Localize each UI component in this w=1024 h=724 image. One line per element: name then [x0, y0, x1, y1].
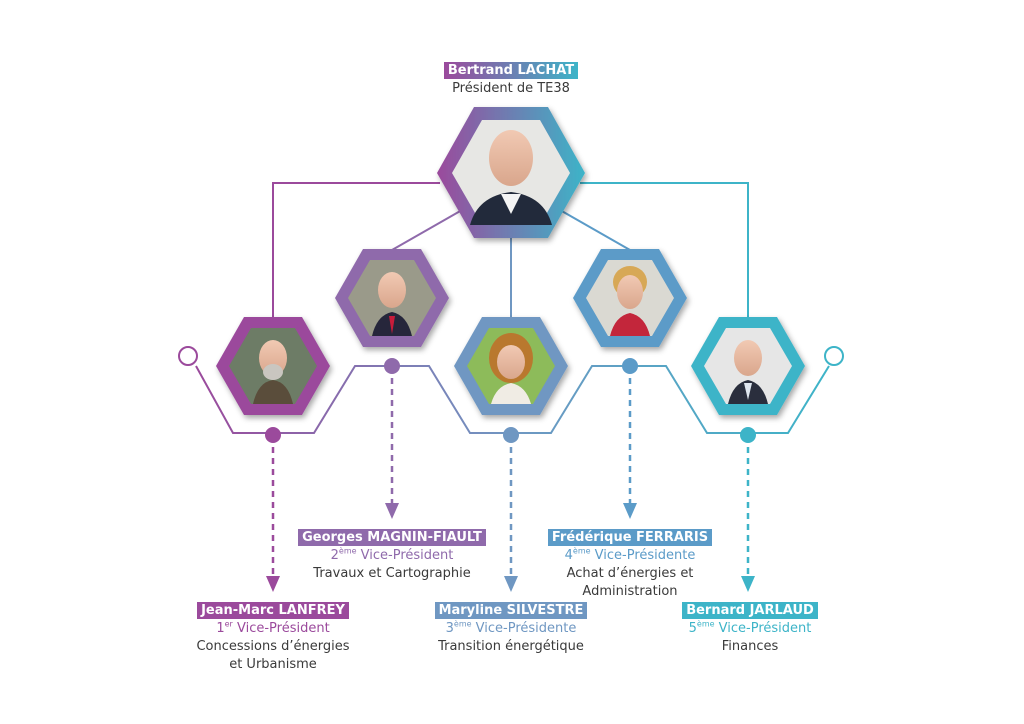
vp-desc-1a: Concessions d’énergies — [196, 639, 350, 654]
arrow-head-5 — [741, 576, 755, 592]
vp-desc-1b: et Urbanisme — [229, 657, 317, 672]
person-photo-icon — [489, 333, 533, 404]
left-end-circle — [178, 346, 198, 366]
vp-card-1: Jean-Marc LANFREY 1er Vice-Président Con… — [173, 602, 373, 674]
node-dot-4 — [622, 358, 638, 374]
vp-portrait-3 — [454, 317, 568, 415]
arrow-head-1 — [266, 576, 280, 592]
vp-role-1: 1er Vice-Président — [216, 619, 330, 636]
arrow-head-3 — [504, 576, 518, 592]
president-portrait — [437, 107, 585, 238]
vp-desc-4b: Administration — [582, 584, 678, 599]
vp-card-3: Maryline SILVESTRE 3ème Vice-Présidente … — [411, 602, 611, 656]
vp-card-5: Bernard JARLAUD 5ème Vice-Président Fina… — [650, 602, 850, 656]
vp-desc-2a: Travaux et Cartographie — [313, 566, 471, 581]
vp-name-3: Maryline SILVESTRE — [434, 602, 588, 619]
top-connectors — [272, 182, 749, 318]
vp-role-4: 4ème Vice-Présidente — [564, 546, 696, 563]
vp-name-2: Georges MAGNIN-FIAULT — [298, 529, 486, 546]
vp-name-5: Bernard JARLAUD — [682, 602, 818, 619]
node-dot-3 — [503, 427, 519, 443]
vp-role-2: 2ème Vice-Président — [330, 546, 454, 563]
person-photo-icon — [470, 130, 552, 225]
arrow-head-2 — [385, 503, 399, 519]
vp-portrait-4 — [573, 249, 687, 347]
node-dot-2 — [384, 358, 400, 374]
vp-portrait-1 — [216, 317, 330, 415]
vp-name-4: Frédérique FERRARIS — [547, 529, 713, 546]
vp-desc-5a: Finances — [721, 639, 779, 654]
arrow-head-4 — [623, 503, 637, 519]
vp-card-4: Frédérique FERRARIS 4ème Vice-Présidente… — [525, 529, 735, 601]
person-photo-icon — [253, 340, 293, 404]
vp-name-1: Jean-Marc LANFREY — [197, 602, 349, 619]
person-photo-icon — [728, 340, 768, 404]
vp-desc-3a: Transition énergétique — [438, 639, 584, 654]
vp-card-2: Georges MAGNIN-FIAULT 2ème Vice-Présiden… — [282, 529, 502, 583]
vp-desc-4a: Achat d’énergies et — [566, 566, 694, 581]
vp-role-3: 3ème Vice-Présidente — [445, 619, 577, 636]
node-dot-1 — [265, 427, 281, 443]
president-name: Bertrand LACHAT — [443, 62, 579, 79]
vp-portrait-5 — [691, 317, 805, 415]
president-card: Bertrand LACHAT Président de TE38 — [411, 62, 611, 98]
person-photo-icon — [372, 272, 412, 336]
person-photo-icon — [610, 266, 650, 336]
dashed-arrows — [266, 367, 755, 592]
node-dot-5 — [740, 427, 756, 443]
president-title: Président de TE38 — [452, 81, 570, 96]
vp-role-5: 5ème Vice-Président — [688, 619, 812, 636]
right-end-circle — [824, 346, 844, 366]
vp-portrait-2 — [335, 249, 449, 347]
